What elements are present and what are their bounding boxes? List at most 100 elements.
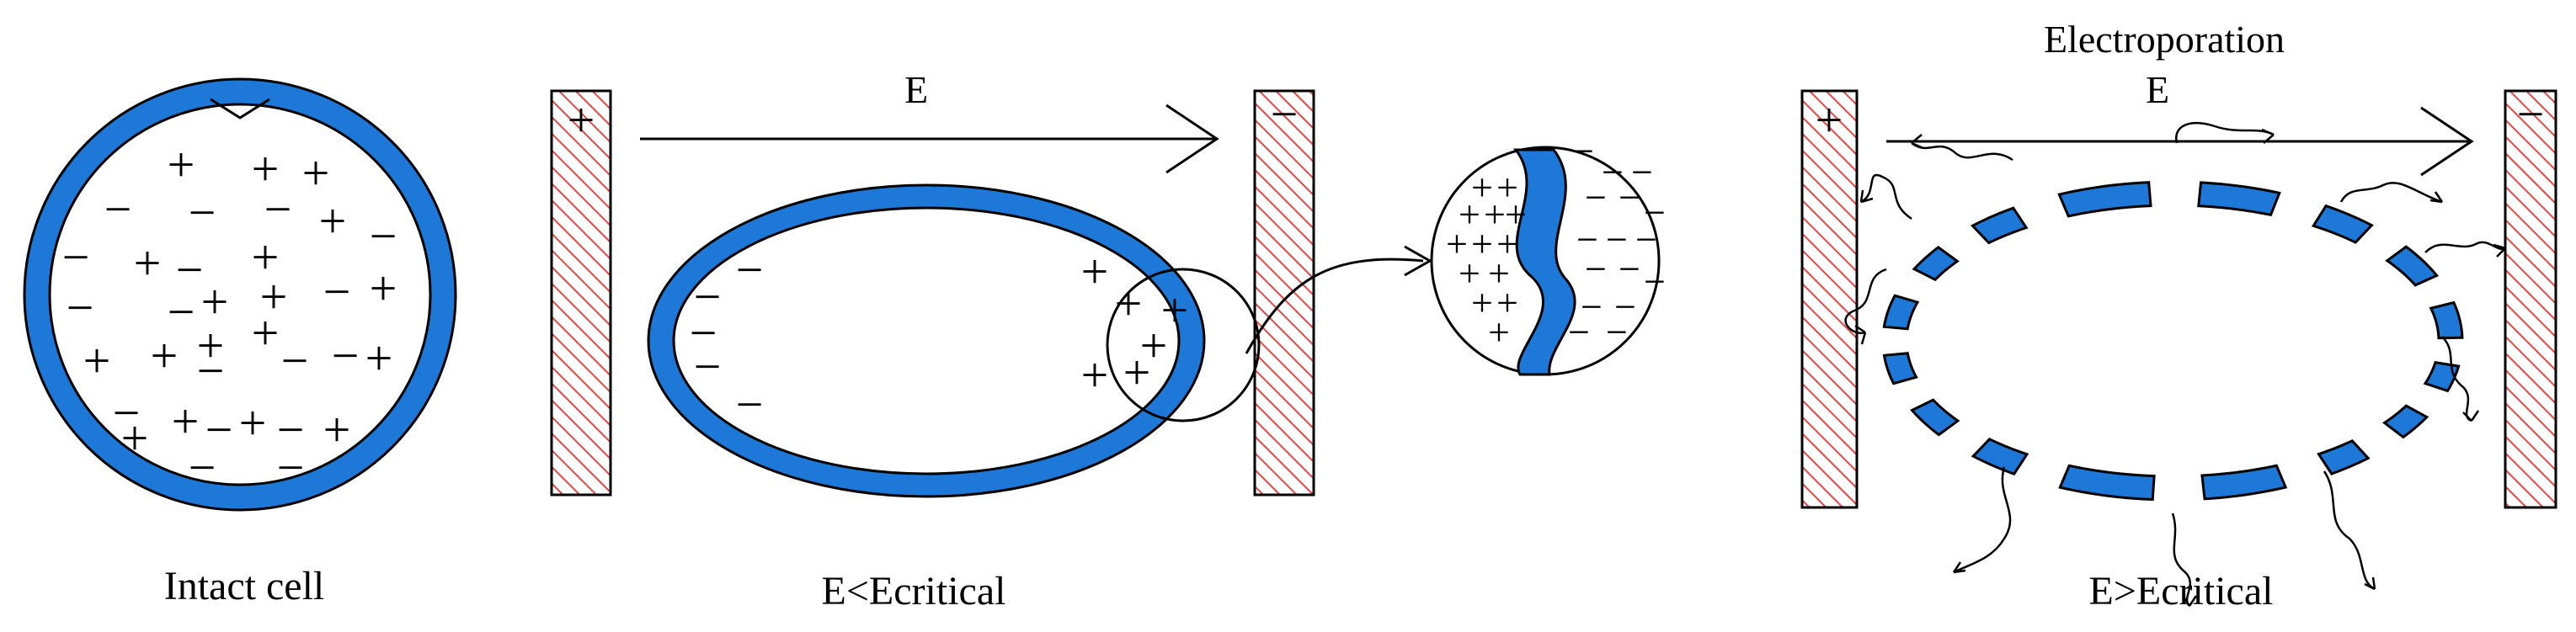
efflux-arrowhead: [2429, 191, 2444, 204]
negative-charge: −: [1619, 247, 1640, 290]
efflux-arrowhead: [2261, 128, 2275, 144]
cell-positive-charges: ++: [1081, 244, 1109, 402]
negative-charge: −: [736, 242, 764, 297]
positive-charge: +: [151, 328, 179, 383]
positive-charge: +: [252, 305, 280, 360]
intact-cell-charges: +++−−−+−−+−+−−++−++++−+−−+−+−+−++−−: [62, 137, 397, 495]
negative-charge: −: [205, 402, 233, 457]
negative-charge: −: [1606, 311, 1628, 353]
positive-charge: +: [172, 394, 200, 449]
positive-charge: +: [1471, 222, 1493, 265]
efflux-arrowhead: [1911, 134, 1924, 150]
negative-charge: −: [67, 280, 94, 335]
positive-charge: +: [302, 146, 330, 200]
negative-charge: −: [1644, 191, 1666, 234]
negative-charge: −: [1568, 311, 1590, 353]
intact-cell-caption: Intact cell: [164, 564, 325, 608]
positive-charge: +: [1459, 252, 1480, 295]
efflux-path: [2339, 182, 2443, 204]
efflux-arrowhead: [2462, 410, 2480, 422]
positive-charge: +: [1488, 311, 1510, 353]
zoom-connector-arrowhead: [1404, 245, 1433, 277]
efflux-path: [2441, 336, 2472, 422]
anode-sign-2: +: [1816, 93, 1843, 147]
positive-charge: +: [197, 318, 225, 373]
negative-charge: −: [694, 269, 722, 324]
negative-charge: −: [1581, 285, 1603, 328]
anode-electrode: [550, 89, 612, 497]
membrane-segment: [1882, 294, 1920, 331]
positive-charge: +: [1115, 276, 1143, 331]
positive-charge: +: [365, 331, 393, 385]
efflux-arrowhead: [2364, 576, 2376, 591]
negative-charge: −: [1576, 218, 1598, 261]
molecule-efflux-paths: [1844, 121, 2506, 607]
positive-charge: +: [1496, 222, 1518, 265]
field-arrowhead: [1165, 104, 1219, 174]
positive-charge: +: [1488, 252, 1510, 295]
membrane-segment: [2057, 181, 2152, 218]
subcritical-caption: E<Ecritical: [822, 569, 1006, 613]
positive-charge: +: [83, 333, 111, 388]
porated-membrane: [1882, 181, 2464, 502]
positive-charge: +: [319, 194, 347, 248]
efflux-path: [1860, 173, 1912, 220]
negative-charge: −: [1585, 247, 1607, 290]
positive-charge: +: [168, 137, 195, 192]
electroporation-title: Electroporation: [2044, 18, 2285, 61]
efflux-path: [1844, 268, 1887, 335]
membrane-segment: [2385, 245, 2440, 287]
negative-charge: −: [113, 385, 141, 440]
negative-charge: −: [370, 209, 397, 263]
positive-charge: +: [1459, 193, 1480, 236]
efflux-arrowhead: [1952, 561, 1966, 574]
positive-charge: +: [1484, 193, 1506, 236]
efflux-path: [2174, 121, 2275, 144]
positive-charge: +: [370, 261, 397, 316]
positive-charge: +: [323, 402, 351, 457]
negative-charge: −: [176, 242, 204, 297]
membrane-notch: [210, 98, 270, 119]
membrane-segment: [1910, 398, 1960, 437]
inset-membrane-band: [1512, 148, 1576, 376]
cathode-sign-2: −: [2517, 87, 2545, 141]
membrane-segment: [2058, 464, 2156, 502]
positive-charge: +: [239, 396, 267, 450]
negative-charge: −: [281, 333, 309, 388]
efflux-arrowhead: [1859, 189, 1874, 204]
positive-charge: +: [1446, 222, 1468, 265]
membrane-segment: [2317, 438, 2371, 475]
negative-charge: −: [1644, 260, 1666, 303]
negative-charge: −: [189, 185, 216, 240]
membrane-segment: [1971, 437, 2029, 475]
positive-charge: +: [134, 236, 162, 290]
positive-charge: +: [1081, 244, 1109, 299]
negative-charge: −: [1635, 218, 1657, 261]
zoom-region-charges: ++++: [1115, 276, 1189, 400]
negative-charge: −: [1602, 151, 1624, 194]
positive-charge: +: [1081, 348, 1109, 402]
negative-charge: −: [1631, 151, 1653, 194]
field-label-E-2: E: [2146, 68, 2169, 111]
negative-charge: −: [62, 230, 90, 284]
negative-charge: −: [323, 264, 351, 319]
anode-sign: +: [568, 93, 595, 147]
panel-subcritical: + − E −−−−− ++ ++++ +++++++++++++−−−−−−−…: [550, 68, 1666, 613]
positive-charge: +: [1496, 166, 1518, 209]
membrane-segment: [2197, 181, 2281, 217]
membrane-segment: [2423, 360, 2461, 393]
negative-charge: −: [694, 339, 722, 394]
positive-charge: +: [121, 411, 149, 465]
efflux-path: [1953, 466, 2012, 574]
panel-electroporation: Electroporation E + − E>Ecritical: [1800, 18, 2557, 613]
negative-charge: −: [264, 182, 292, 236]
negative-charge: −: [1619, 176, 1640, 219]
positive-charge: +: [252, 230, 280, 284]
efflux-path: [1911, 141, 2013, 162]
positive-charge: +: [260, 269, 288, 324]
efflux-path: [2424, 241, 2506, 253]
negative-charge: −: [1585, 176, 1607, 219]
efflux-arrowhead: [2181, 595, 2198, 607]
